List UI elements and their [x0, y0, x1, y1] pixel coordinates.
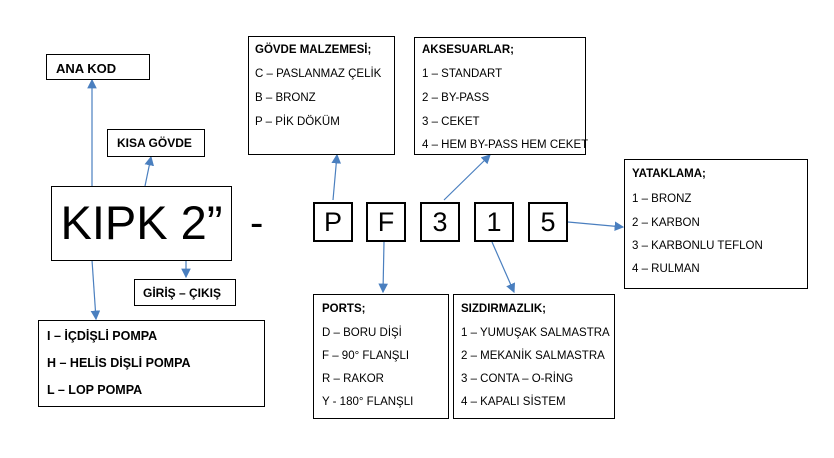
giris-cikis-box: GİRİŞ – ÇIKIŞ: [134, 279, 236, 306]
sizdirmazlik-item: 3 – CONTA – O-RİNG: [461, 373, 574, 385]
sizdirmazlik-item: 1 – YUMUŞAK SALMASTRA: [461, 327, 610, 339]
ana-kod-label: ANA KOD: [56, 61, 117, 76]
govde-item: C – PASLANMAZ ÇELİK: [255, 68, 382, 80]
arrow-to-sizdirmazlik: [491, 241, 516, 294]
code-letter-5: 5: [528, 202, 568, 242]
aksesuar-item: 3 – CEKET: [422, 116, 480, 128]
aksesuar-item: 4 – HEM BY-PASS HEM CEKET: [422, 139, 589, 151]
pump-type-l: L – LOP POMPA: [47, 383, 143, 397]
sizdirmazlik-title: SIZDIRMAZLIK;: [461, 303, 546, 315]
pump-type-h: H – HELİS DİŞLİ POMPA: [47, 356, 191, 370]
yataklama-item: 3 – KARBONLU TEFLON: [632, 240, 763, 252]
yataklama-box: YATAKLAMA; 1 – BRONZ 2 – KARBON 3 – KARB…: [624, 159, 808, 289]
pump-types-box: I – İÇDİŞLİ POMPA H – HELİS DİŞLİ POMPA …: [38, 320, 265, 407]
yataklama-item: 2 – KARBON: [632, 217, 700, 229]
yataklama-item: 1 – BRONZ: [632, 193, 692, 205]
kisa-govde-box: KISA GÖVDE: [107, 129, 205, 157]
arrow-to-yataklama: [567, 221, 625, 232]
aksesuar-title: AKSESUARLAR;: [422, 44, 514, 56]
govde-box: GÖVDE MALZEMESİ; C – PASLANMAZ ÇELİK B –…: [248, 36, 395, 155]
ports-box: PORTS; D – BORU DİŞİ F – 90° FLANŞLI R –…: [313, 294, 449, 419]
ports-title: PORTS;: [322, 303, 366, 315]
sizdirmazlik-box: SIZDIRMAZLIK; 1 – YUMUŞAK SALMASTRA 2 – …: [453, 294, 615, 419]
ports-item: Y - 180° FLANŞLI: [322, 396, 414, 408]
ana-kod-box: ANA KOD: [46, 54, 150, 80]
main-code-box: KIPK 2”: [51, 186, 232, 261]
kisa-govde-label: KISA GÖVDE: [117, 136, 192, 150]
ports-item: F – 90° FLANŞLI: [322, 350, 410, 362]
code-letter-p: P: [313, 202, 353, 242]
yataklama-title: YATAKLAMA;: [632, 168, 706, 180]
yataklama-item: 4 – RULMAN: [632, 263, 700, 275]
govde-item: B – BRONZ: [255, 92, 316, 104]
govde-title: GÖVDE MALZEMESİ;: [255, 44, 372, 56]
code-letter-f: F: [366, 202, 406, 242]
ports-item: D – BORU DİŞİ: [322, 327, 402, 339]
govde-item: P – PİK DÖKÜM: [255, 116, 340, 128]
pump-type-i: I – İÇDİŞLİ POMPA: [47, 329, 158, 343]
code-dash: -: [250, 201, 264, 245]
code-letter-3: 3: [420, 202, 460, 242]
arrow-to-kisa-govde: [144, 155, 154, 187]
sizdirmazlik-item: 4 – KAPALI SİSTEM: [461, 396, 566, 408]
ports-item: R – RAKOR: [322, 373, 384, 385]
arrow-to-govde: [331, 153, 342, 201]
arrow-to-aksesuar: [443, 154, 491, 201]
aksesuar-box: AKSESUARLAR; 1 – STANDART 2 – BY-PASS 3 …: [414, 37, 589, 155]
arrow-to-pump-types: [90, 259, 101, 321]
aksesuar-item: 2 – BY-PASS: [422, 92, 490, 104]
sizdirmazlik-item: 2 – MEKANİK SALMASTRA: [461, 350, 605, 362]
arrow-to-ports: [378, 241, 388, 294]
aksesuar-item: 1 – STANDART: [422, 68, 503, 80]
giris-cikis-label: GİRİŞ – ÇIKIŞ: [143, 286, 222, 300]
code-letter-1: 1: [474, 202, 514, 242]
main-code: KIPK 2”: [60, 196, 223, 249]
